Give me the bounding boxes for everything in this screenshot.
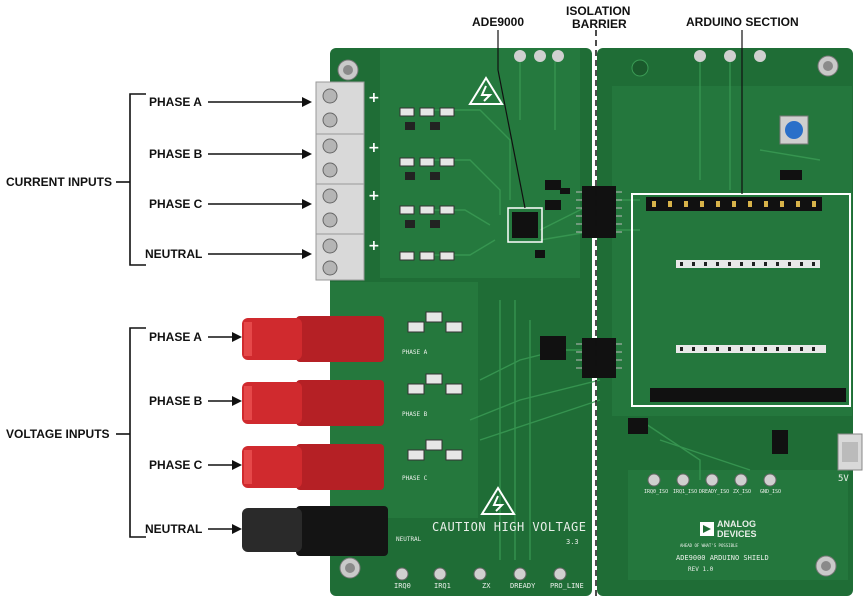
warning-triangle-icons (468, 76, 516, 515)
tp-dready-iso-label: DREADY_ISO (699, 489, 730, 495)
current-phase-b-label: PHASE B (149, 147, 203, 161)
tp-zx-label: ZX (482, 582, 491, 590)
tp-proline-label: PRO_LINE (550, 582, 584, 590)
brand-devices-text: DEVICES (717, 529, 757, 539)
tp-gnd-iso-label: GND_ISO (760, 489, 782, 495)
tp-irq1-iso-label: IRQ1_ISO (673, 489, 698, 495)
current-inputs-bracket (116, 93, 302, 266)
tp-irq0-label: IRQ0 (394, 582, 411, 590)
voltage-neutral-label: NEUTRAL (145, 522, 203, 536)
caution-high-voltage-silkscreen: CAUTION HIGH VOLTAGE (432, 520, 587, 534)
isolation-barrier-label-line1: ISOLATION (566, 4, 631, 18)
current-neutral-label: NEUTRAL (145, 247, 203, 261)
arduino-section-box (631, 193, 851, 407)
neutral-silkscreen: NEUTRAL (396, 536, 422, 543)
phase-b-silkscreen: PHASE B (402, 411, 428, 418)
voltage-terminals (242, 316, 388, 556)
current-inputs-label: CURRENT INPUTS (6, 175, 113, 189)
svg-text:+: + (368, 90, 380, 106)
isolator-chips (540, 186, 616, 378)
voltage-inputs-bracket (116, 327, 232, 538)
power-5v-silkscreen: 5V (838, 474, 849, 484)
voltage-phase-c-label: PHASE C (149, 458, 203, 472)
revision-silkscreen: REV 1.0 (688, 566, 714, 573)
product-name-silkscreen: ADE9000 ARDUINO SHIELD (676, 554, 769, 562)
svg-text:+: + (368, 188, 380, 204)
arduino-section-label: ARDUINO SECTION (686, 15, 799, 29)
svg-text:+: + (368, 140, 380, 156)
voltage-phase-a-label: PHASE A (149, 330, 202, 344)
ade9000-chip (512, 212, 538, 238)
phase-c-silkscreen: PHASE C (402, 475, 428, 482)
mounting-holes (337, 55, 839, 579)
isolation-barrier-label-line2: BARRIER (572, 17, 627, 31)
voltage-inputs-label: VOLTAGE INPUTS (6, 427, 110, 441)
current-terminals: + + + + (315, 81, 380, 281)
current-phase-a-label: PHASE A (149, 95, 202, 109)
svg-text:+: + (368, 238, 380, 254)
tp-dready-label: DREADY (510, 582, 536, 590)
brand-analog-text: ANALOG (717, 519, 756, 529)
tp-zx-iso-label: ZX_ISO (733, 489, 752, 495)
version-silkscreen: 3.3 (566, 538, 579, 546)
tp-irq1-label: IRQ1 (434, 582, 451, 590)
ade9000-label: ADE9000 (472, 15, 525, 29)
brand-tagline: AHEAD OF WHAT'S POSSIBLE (680, 543, 738, 548)
tp-irq0-iso-label: IRQ0_ISO (644, 489, 669, 495)
current-phase-c-label: PHASE C (149, 197, 203, 211)
voltage-phase-b-label: PHASE B (149, 394, 203, 408)
phase-a-silkscreen: PHASE A (402, 349, 428, 356)
